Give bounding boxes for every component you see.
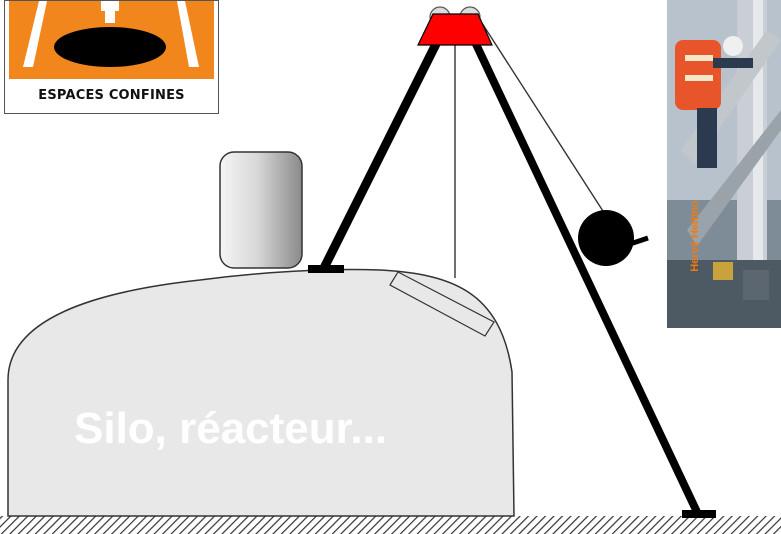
manway-cylinder-icon bbox=[219, 151, 303, 269]
confined-spaces-logo: ESPACES CONFINES bbox=[4, 0, 219, 114]
logo-orange-panel bbox=[9, 1, 214, 79]
photo-watermark-text: Hervé Hettino bbox=[689, 200, 701, 272]
hatch-cover-icon bbox=[389, 271, 495, 337]
winch-icon bbox=[578, 210, 649, 266]
logo-caption: ESPACES CONFINES bbox=[38, 88, 185, 103]
worker-at-height-photo bbox=[667, 0, 781, 328]
silo-body bbox=[7, 268, 515, 517]
tripod-over-manhole-icon bbox=[23, 1, 199, 67]
tripod-icon bbox=[308, 6, 716, 518]
silo-label: Silo, réacteur... bbox=[74, 404, 388, 453]
tripod-head bbox=[417, 13, 493, 46]
ground-hatch bbox=[0, 516, 781, 534]
photo-watermark: Hervé Hettino bbox=[677, 196, 717, 276]
